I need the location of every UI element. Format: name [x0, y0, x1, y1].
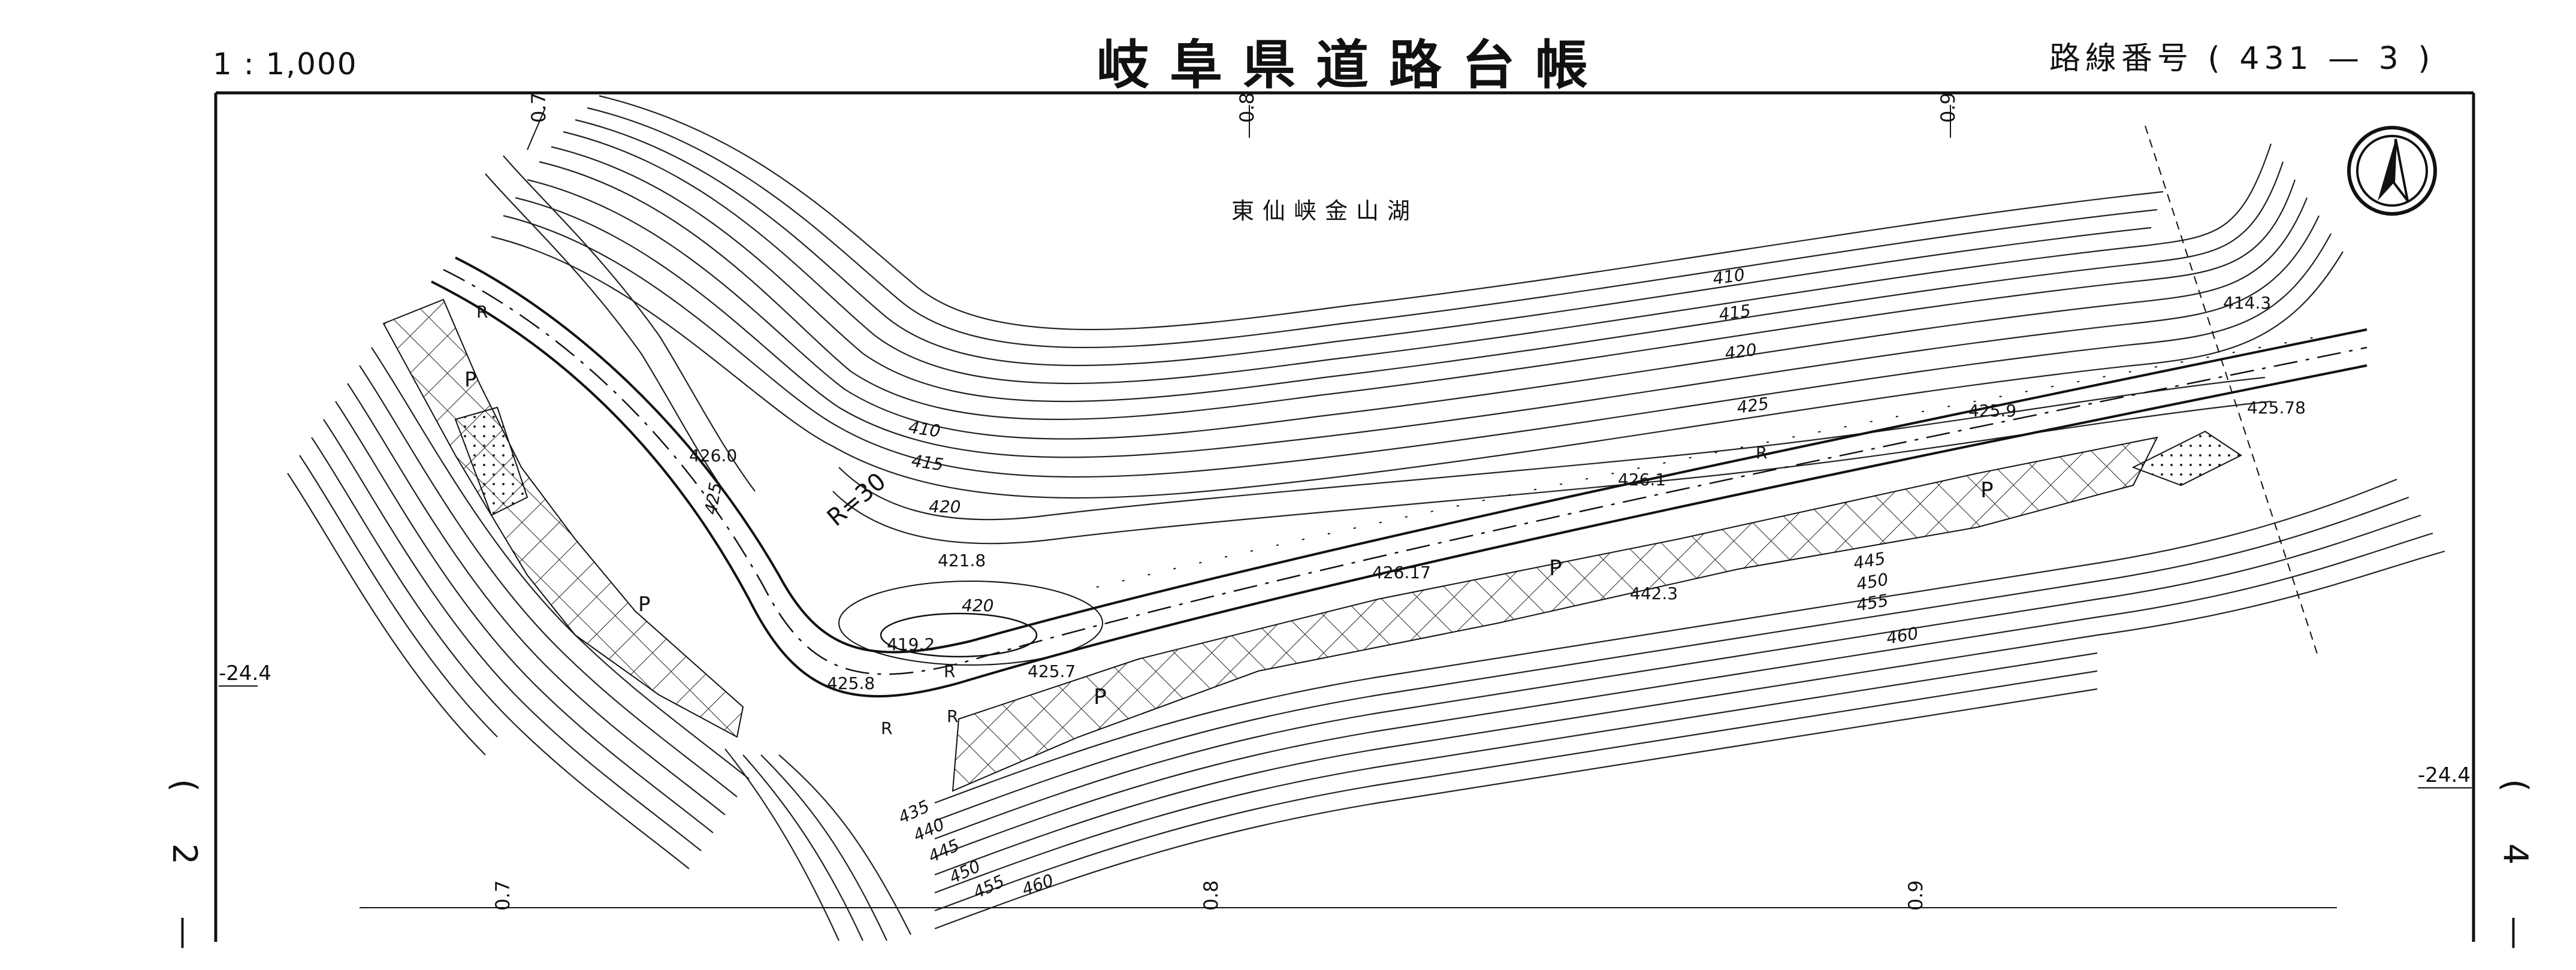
contour-label: 425 — [1735, 394, 1770, 418]
grid-label-top-1: 0.7 — [527, 92, 550, 123]
contour-label: 420 — [929, 497, 961, 516]
grid-label-top-3: 0.9 — [1937, 92, 1959, 123]
spot-height: 442.3 — [1630, 584, 1678, 603]
spot-height: 419.2 — [887, 634, 935, 654]
contour-label: 420 — [1723, 340, 1758, 364]
contour-label: 415 — [1717, 301, 1752, 325]
contour-label: 415 — [910, 451, 945, 475]
prefectural-road — [431, 256, 2367, 698]
spot-height: 426.0 — [689, 446, 737, 466]
contour-label: 420 — [962, 596, 993, 615]
contour-label: 410 — [1711, 265, 1746, 289]
spot-height: 425.8 — [827, 673, 875, 693]
area-marker: P — [1094, 685, 1107, 709]
spot-height: 425.78 — [2247, 398, 2306, 418]
road-marker-group: R R R R R P P P P P — [464, 302, 1994, 738]
spot-height: 421.8 — [938, 551, 986, 570]
spot-height: 425.9 — [1968, 401, 2016, 421]
spot-height: 414.3 — [2223, 293, 2271, 313]
page-title: 岐阜県道路台帳 — [1097, 34, 1609, 96]
contour-lines-left — [287, 155, 756, 869]
grid-label-top-2: 0.8 — [1236, 92, 1258, 123]
area-marker: P — [1549, 556, 1562, 581]
grid-label-bottom-1: 0.7 — [491, 880, 514, 911]
depression-contours — [838, 581, 1103, 666]
road-marker: R — [881, 718, 892, 738]
spot-height: 425.7 — [1028, 661, 1076, 681]
grid-label-bottom-2: 0.8 — [1200, 880, 1222, 911]
route-label: 路線番号 — [2049, 41, 2194, 77]
area-marker: P — [1980, 478, 1994, 503]
side-label-left: -24.4 — [219, 661, 271, 685]
map-scale: 1 : 1,000 — [213, 47, 358, 81]
north-arrow-icon — [2347, 126, 2437, 216]
road-marker: R — [1756, 443, 1767, 463]
spot-height: 426.17 — [1372, 563, 1431, 582]
contour-label: 460 — [1019, 870, 1056, 899]
map-frame — [214, 91, 2475, 942]
spot-height-group: 426.0 421.8 419.2 425.8 425.7 426.17 426… — [689, 293, 2306, 693]
grid-label-bottom-3: 0.9 — [1904, 880, 1927, 911]
curve-radius-label: R=30 — [822, 467, 892, 531]
area-marker: P — [638, 593, 651, 617]
survey-lines — [360, 105, 2337, 908]
contour-label: 425 — [700, 481, 726, 516]
contour-lines-upper — [491, 95, 2344, 545]
road-marker: R — [944, 661, 955, 681]
lake-name: 東仙峡金山湖 — [1231, 198, 1418, 224]
road-marker: R — [947, 706, 958, 726]
contour-label: 410 — [907, 417, 942, 441]
hatched-areas — [382, 298, 2242, 792]
spot-height: 426.1 — [1618, 470, 1666, 489]
side-label-right: -24.4 — [2418, 763, 2471, 787]
area-marker: P — [464, 368, 477, 392]
contour-label-group: 410 415 420 410 415 420 425 435 440 445 … — [700, 265, 1919, 903]
route-number: ( 431 — 3 ) — [2207, 41, 2435, 77]
contour-label: 455 — [1855, 590, 1889, 615]
road-marker: R — [476, 302, 488, 322]
contour-lines-lower — [724, 478, 2445, 941]
topographic-map: 東仙峡金山湖 0.7 0.8 0.9 0.7 0.8 0.9 -24.4 -24… — [214, 91, 2475, 942]
contour-label: 460 — [1885, 623, 1919, 648]
route-number-block: 路線番号 ( 431 — 3 ) — [2049, 33, 2435, 78]
